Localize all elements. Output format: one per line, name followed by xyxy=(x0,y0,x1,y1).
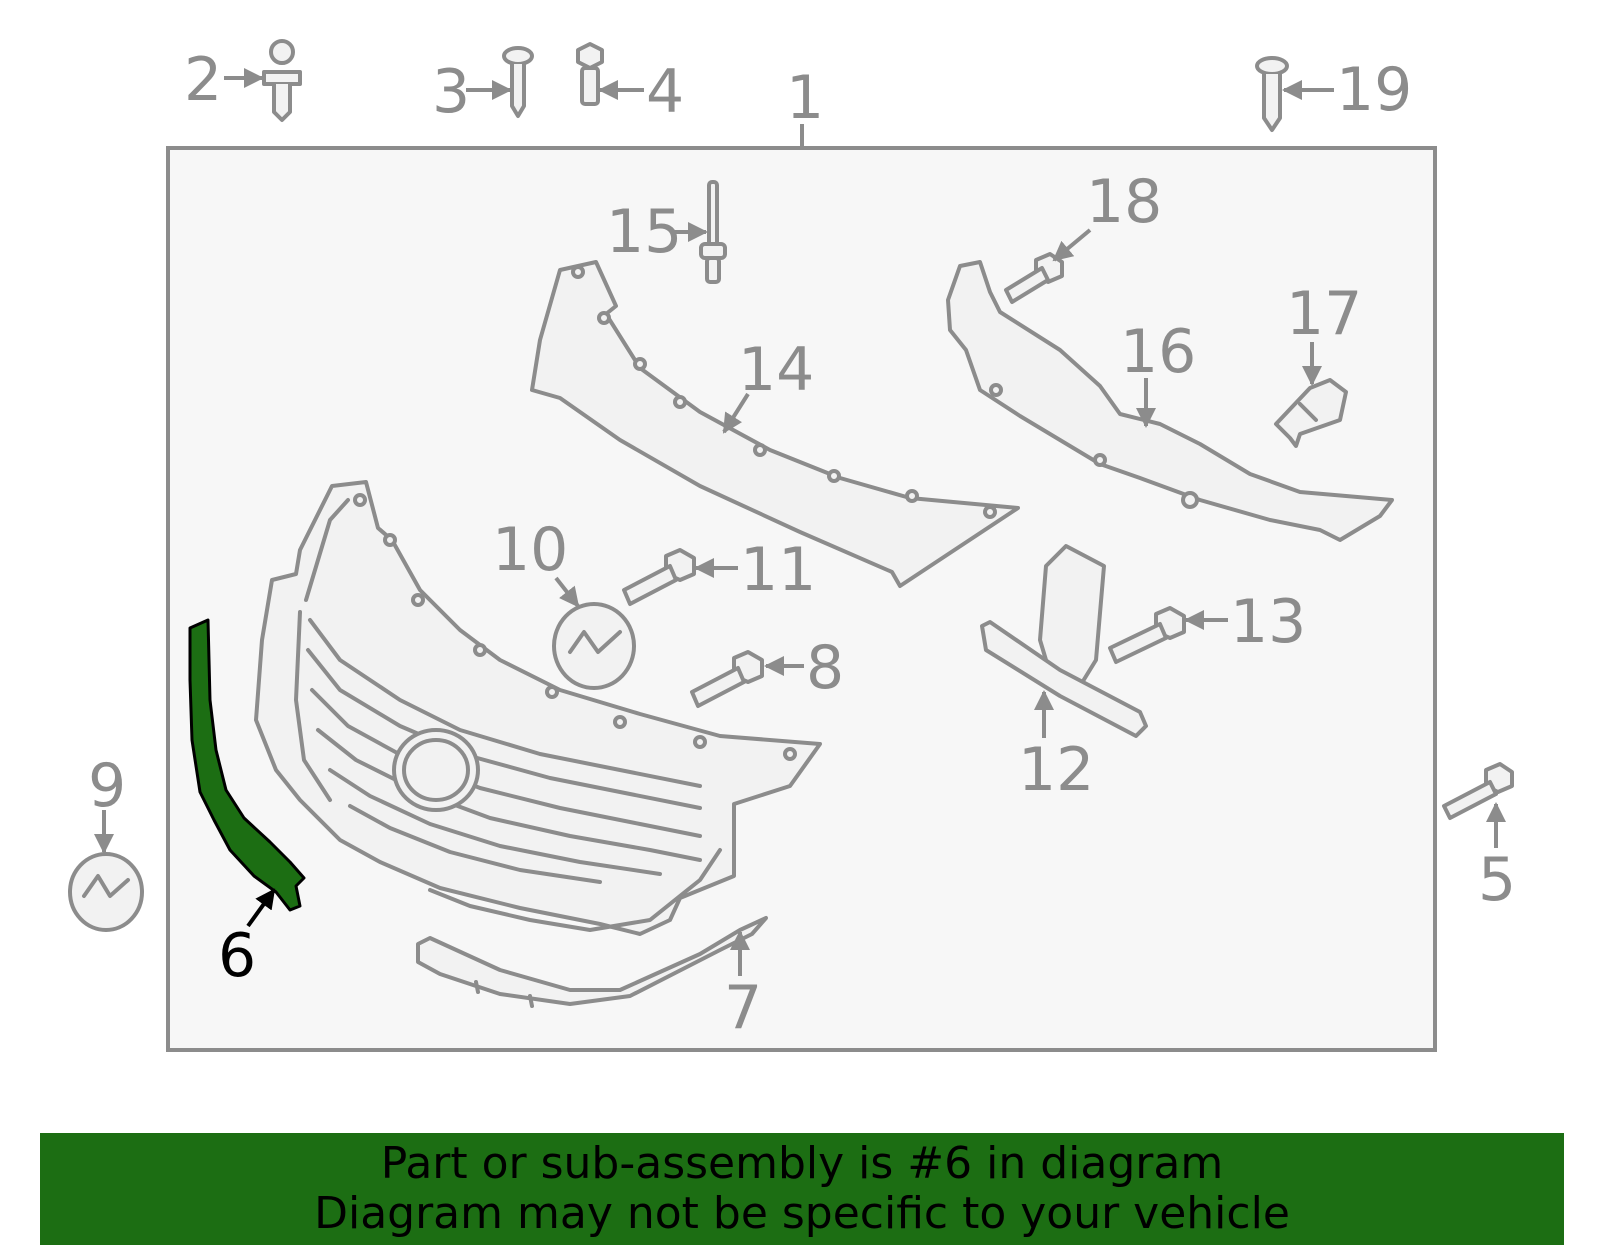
callout-6: 6 xyxy=(218,921,256,991)
bolt-8 xyxy=(690,650,764,708)
leader-14 xyxy=(722,392,750,434)
leader-10 xyxy=(554,576,580,608)
callout-3: 3 xyxy=(432,57,470,127)
callout-11: 11 xyxy=(740,535,816,605)
info-banner: Part or sub-assembly is #6 in diagram Di… xyxy=(40,1133,1564,1245)
bolt-18 xyxy=(1004,252,1064,304)
callout-9: 9 xyxy=(88,751,126,821)
bolt-5 xyxy=(1442,762,1514,820)
callout-18: 18 xyxy=(1086,167,1162,237)
callout-7: 7 xyxy=(724,973,762,1043)
bolt-11 xyxy=(622,548,696,606)
callout-1: 1 xyxy=(786,63,824,133)
shroud-16 xyxy=(946,260,1394,542)
grille xyxy=(254,480,822,936)
callout-16: 16 xyxy=(1120,317,1196,387)
bolt-13 xyxy=(1108,606,1186,664)
clip-19 xyxy=(1255,56,1289,132)
callout-5: 5 xyxy=(1478,845,1516,915)
clip-3 xyxy=(502,46,534,118)
banner-line-2: Diagram may not be specific to your vehi… xyxy=(314,1188,1290,1239)
leader-18 xyxy=(1052,228,1092,262)
bolt-4 xyxy=(576,42,604,106)
clip-2 xyxy=(262,39,302,122)
banner-line-1: Part or sub-assembly is #6 in diagram xyxy=(380,1138,1224,1189)
callout-4: 4 xyxy=(646,57,684,127)
callout-14: 14 xyxy=(738,335,814,405)
callout-19: 19 xyxy=(1336,55,1412,125)
callout-17: 17 xyxy=(1286,279,1362,349)
callout-2: 2 xyxy=(184,45,222,115)
callout-15: 15 xyxy=(606,197,682,267)
molding-14 xyxy=(530,260,1020,588)
ornament-10 xyxy=(552,602,636,690)
callout-10: 10 xyxy=(492,515,568,585)
callout-8: 8 xyxy=(806,633,844,703)
leader-6 xyxy=(246,888,276,928)
callout-12: 12 xyxy=(1018,735,1094,805)
stay-15 xyxy=(699,180,727,284)
molding-6-highlighted xyxy=(188,618,306,912)
emblem-9 xyxy=(68,852,144,932)
bracket-12 xyxy=(980,544,1148,738)
molding-7 xyxy=(416,916,768,1008)
callout-13: 13 xyxy=(1230,587,1306,657)
